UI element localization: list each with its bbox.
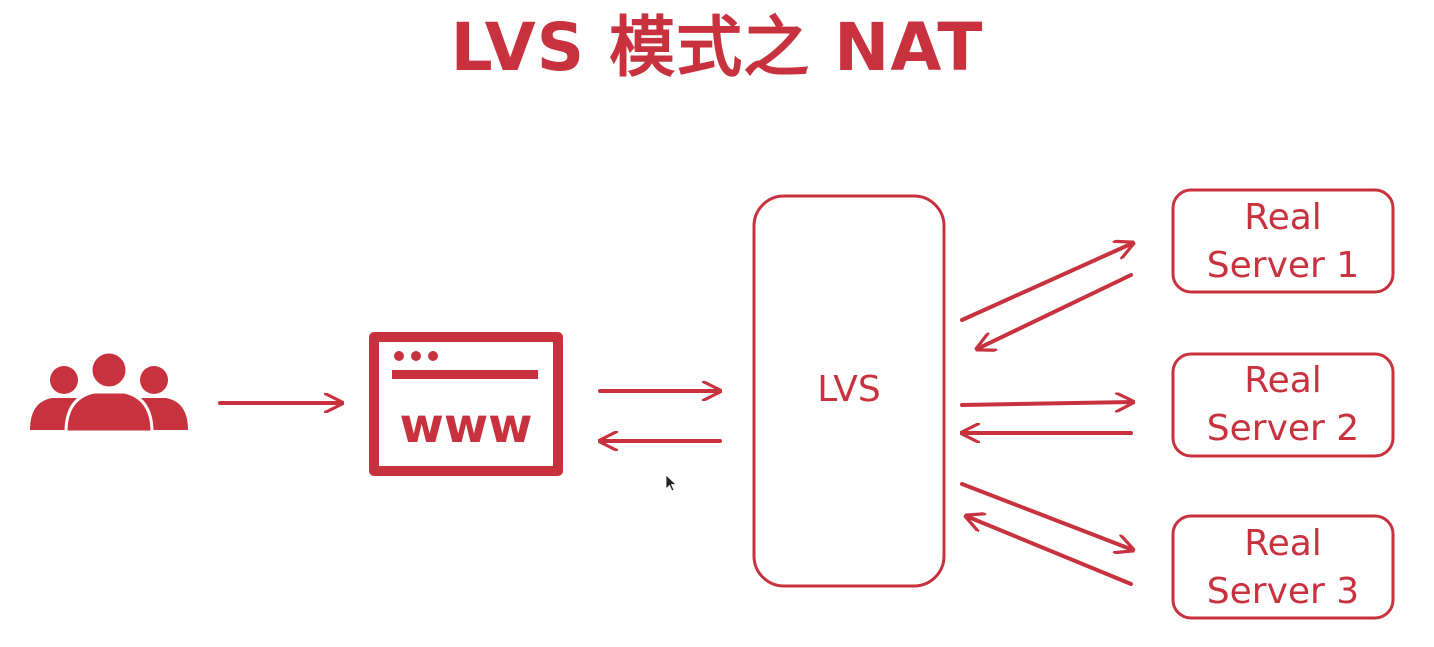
mouse-cursor-icon: [665, 474, 678, 492]
real-server-3-box: [1171, 514, 1395, 620]
real-server-1-line2: Server 1: [1206, 245, 1360, 286]
real-server-1-box: [1171, 188, 1395, 294]
real-server-3-line2: Server 3: [1206, 571, 1360, 612]
browser-window-icon: [369, 332, 563, 476]
real-server-2-line2: Server 2: [1206, 408, 1360, 449]
arrow-lvs-to-rs2: [960, 402, 1133, 405]
www-label: www: [399, 398, 532, 454]
real-server-2-box: [1171, 352, 1395, 458]
lvs-box: [752, 194, 946, 588]
real-server-3-label: Real Server 3: [1172, 520, 1394, 616]
arrow-rs3-to-lvs: [966, 516, 1133, 586]
real-server-3-line1: Real: [1244, 523, 1322, 564]
arrow-lvs-to-rs3: [960, 482, 1133, 550]
lvs-label: LVS: [817, 369, 881, 410]
real-server-2-line1: Real: [1244, 360, 1322, 401]
page-title: LVS 模式之 NAT: [450, 9, 984, 86]
real-server-1-label: Real Server 1: [1172, 194, 1394, 290]
arrow-lvs-to-rs1: [960, 243, 1133, 322]
real-server-1-line1: Real: [1244, 197, 1322, 238]
users-group-icon: [30, 350, 188, 434]
real-server-2-label: Real Server 2: [1172, 357, 1394, 453]
arrow-rs1-to-lvs: [977, 273, 1133, 349]
